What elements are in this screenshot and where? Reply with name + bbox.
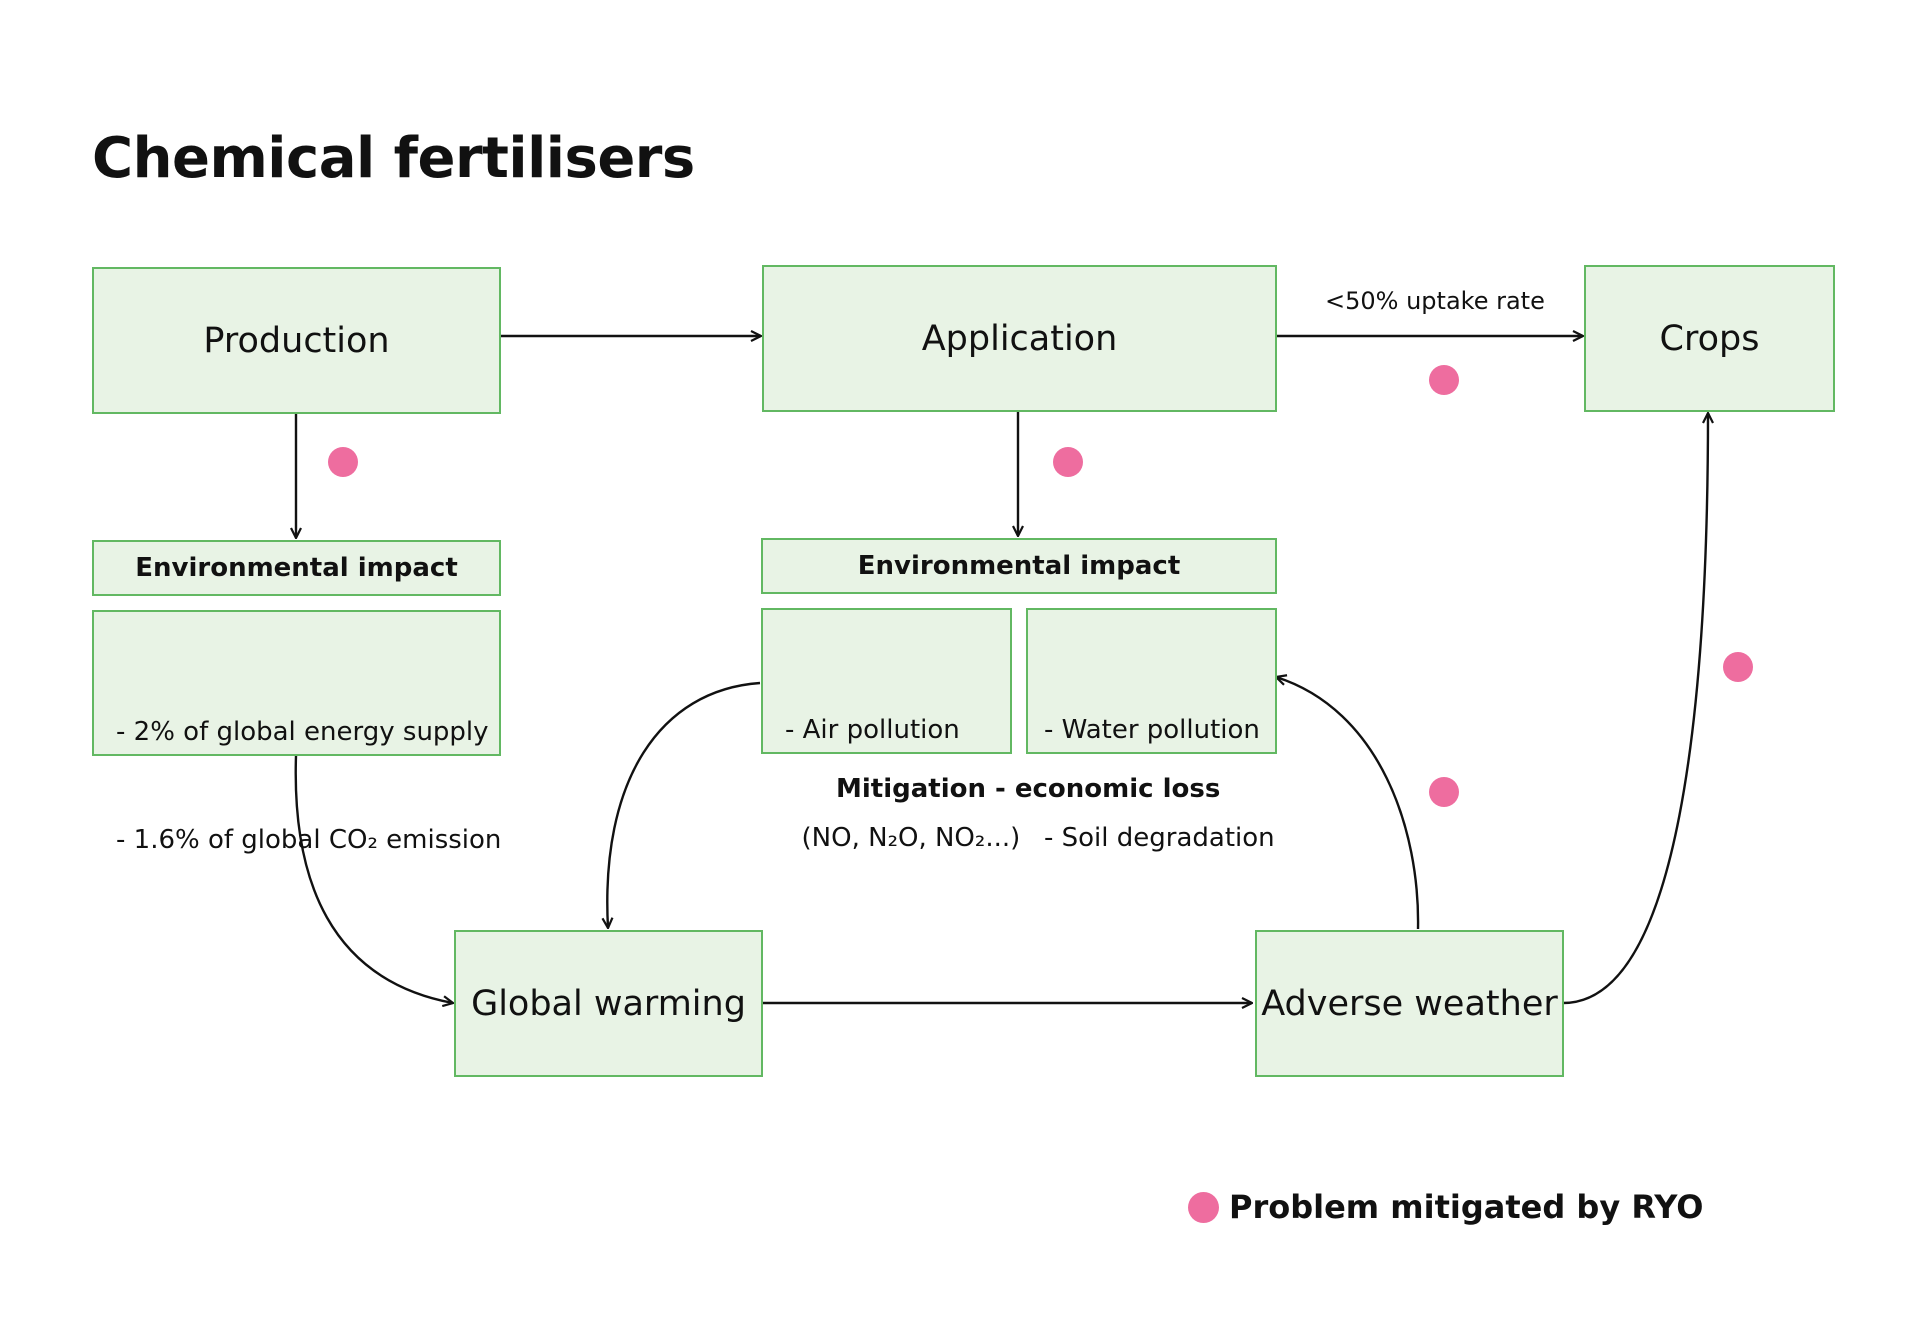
- ryo-marker-adverse-weather-crops: [1723, 652, 1753, 682]
- uptake-rate-label: <50% uptake rate: [1325, 287, 1545, 315]
- water-pollution-line: - Water pollution: [1044, 715, 1260, 745]
- production-impact-details: - 2% of global energy supply - 1.6% of g…: [92, 610, 501, 855]
- diagram-title: Chemical fertilisers: [92, 126, 695, 191]
- node-crops-label: Crops: [1659, 318, 1760, 359]
- water-soil-box: - Water pollution - Soil degradation: [1026, 608, 1277, 853]
- arrow-air-pollution-to-global-warming: [607, 681, 761, 928]
- application-impact-header: Environmental impact: [761, 538, 1277, 594]
- node-global-warming: Global warming: [454, 930, 763, 1077]
- legend-label: Problem mitigated by RYO: [1229, 1188, 1704, 1226]
- node-application: Application: [762, 265, 1277, 412]
- arrow-impact-to-global-warming: [294, 755, 453, 1003]
- application-impact-header-label: Environmental impact: [857, 551, 1181, 581]
- node-production-label: Production: [203, 320, 390, 361]
- arrow-adverse-weather-to-water-pollution: [1276, 677, 1420, 930]
- node-adverse-weather: Adverse weather: [1255, 930, 1564, 1077]
- air-pollution-line-1: - Air pollution: [785, 715, 960, 745]
- node-global-warming-label: Global warming: [471, 983, 746, 1024]
- production-impact-header: Environmental impact: [92, 540, 501, 596]
- ryo-marker-application-impact: [1053, 447, 1083, 477]
- node-application-label: Application: [921, 318, 1118, 359]
- production-impact-line-2: - 1.6% of global CO₂ emission: [116, 825, 502, 855]
- node-adverse-weather-label: Adverse weather: [1261, 983, 1558, 1024]
- ryo-marker-production-impact: [328, 447, 358, 477]
- soil-degradation-line: - Soil degradation: [1044, 823, 1275, 853]
- production-impact-line-1: - 2% of global energy supply: [116, 717, 489, 747]
- node-production: Production: [92, 267, 501, 414]
- legend-marker: [1188, 1191, 1219, 1223]
- production-impact-header-label: Environmental impact: [135, 553, 458, 583]
- arrow-adverse-weather-to-crops: [1562, 413, 1708, 1005]
- node-crops: Crops: [1584, 265, 1835, 412]
- ryo-marker-uptake: [1429, 365, 1459, 395]
- air-pollution-box: - Air pollution (NO, N₂O, NO₂...): [761, 608, 1020, 853]
- mitigation-label: Mitigation - economic loss: [836, 774, 1221, 804]
- ryo-marker-adverse-weather-soil: [1429, 777, 1459, 807]
- legend: Problem mitigated by RYO: [1188, 1188, 1703, 1226]
- air-pollution-line-2: (NO, N₂O, NO₂...): [785, 823, 1021, 853]
